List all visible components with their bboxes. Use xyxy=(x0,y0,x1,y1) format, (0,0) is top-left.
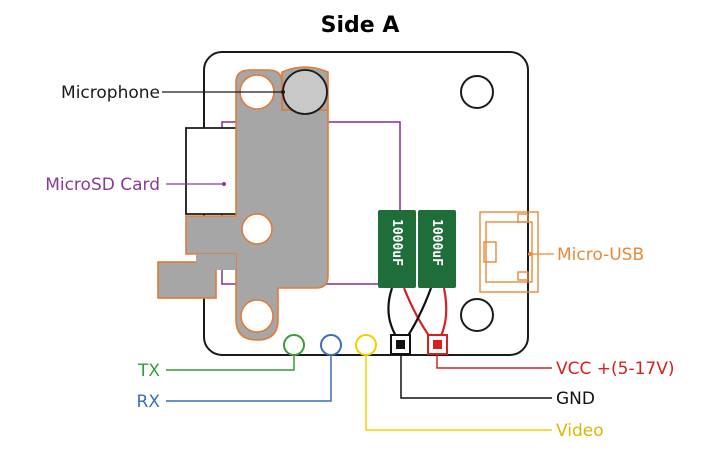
micro-usb-label: Micro-USB xyxy=(557,245,644,265)
capacitor-2-label: 1000uF xyxy=(429,219,444,266)
microphone-leader-dot xyxy=(281,90,285,94)
video-pad xyxy=(355,334,377,356)
capacitor-1-label: 1000uF xyxy=(389,219,404,266)
microphone-icon xyxy=(282,69,328,115)
mount-hole-bottom-right xyxy=(460,298,494,332)
microsd-leader-dot xyxy=(222,182,226,186)
micro-usb-leader-dot xyxy=(528,252,532,256)
gnd-label: GND xyxy=(556,389,595,409)
side-connector-block xyxy=(185,127,236,215)
tx-leader xyxy=(166,355,295,371)
capacitor-1 xyxy=(378,210,416,288)
video-label: Video xyxy=(556,421,604,441)
rx-leader xyxy=(166,355,332,402)
tx-label: TX xyxy=(137,361,160,381)
gnd-leader xyxy=(400,354,552,399)
capacitor-2 xyxy=(418,210,456,288)
tx-pad xyxy=(283,334,305,356)
microsd-label: MicroSD Card xyxy=(45,175,160,195)
micro-usb-connector xyxy=(479,211,539,293)
video-leader xyxy=(365,355,552,431)
microphone-label: Microphone xyxy=(61,83,160,103)
vcc-label: VCC +(5-17V) xyxy=(556,359,675,379)
mount-hole-top-right xyxy=(460,75,494,109)
gnd-pad-solder xyxy=(396,340,405,349)
rx-pad xyxy=(320,334,342,356)
vcc-leader xyxy=(436,354,552,369)
diagram-title: Side A xyxy=(321,13,400,38)
rx-label: RX xyxy=(137,392,161,412)
vcc-pad-solder xyxy=(433,340,442,349)
